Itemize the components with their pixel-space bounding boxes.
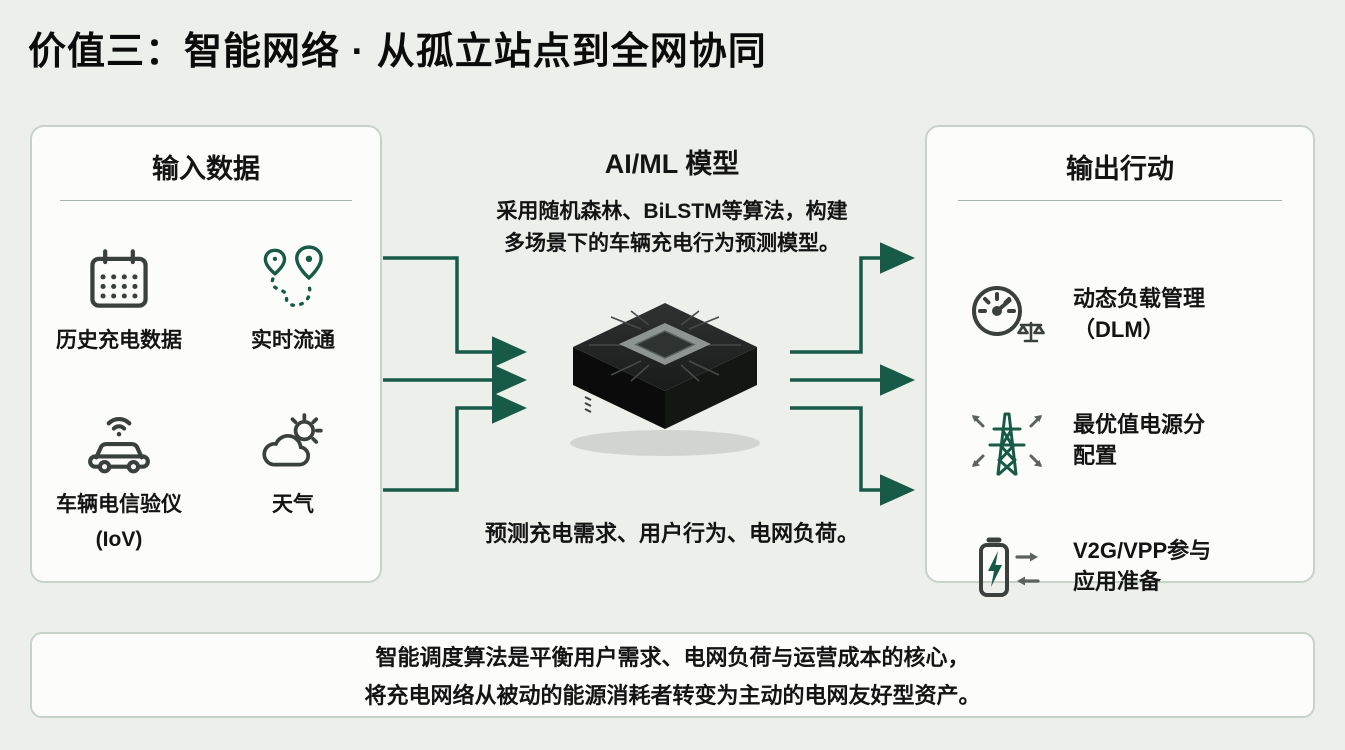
arrow-output-top <box>790 242 915 354</box>
output-panel-divider <box>957 200 1283 201</box>
footer-banner: 智能调度算法是平衡用户需求、电网负荷与运营成本的核心， 将充电网络从被动的能源消… <box>30 632 1315 718</box>
page-title: 价值三：智能网络 · 从孤立站点到全网协同 <box>28 31 767 73</box>
route-pins-icon <box>259 245 327 313</box>
input-item-label: 历史充电数据 <box>56 329 182 352</box>
connected-car-icon <box>81 411 157 477</box>
output-item-power-allocation: 最优值电源分 配置 <box>961 399 1295 483</box>
input-data-panel: 输入数据 历史 <box>30 125 382 583</box>
input-item-iov: 车辆电信验仪 (IoV) <box>32 411 206 554</box>
battery-v2g-icon <box>961 530 1053 604</box>
output-item-text: 动态负载管理 （DLM） <box>1073 284 1205 346</box>
model-description: 采用随机森林、BiLSTM等算法，构建 多场景下的车辆充电行为预测模型。 <box>412 196 932 259</box>
footer-line-2: 将充电网络从被动的能源消耗者转变为主动的电网友好型资产。 <box>364 683 981 708</box>
input-item-realtime: 实时流通 <box>206 245 380 355</box>
model-output-text: 预测充电需求、用户行为、电网负荷。 <box>484 521 859 546</box>
input-item-history: 历史充电数据 <box>32 245 206 355</box>
arrow-output-bottom <box>790 406 915 506</box>
output-item-v2g: V2G/VPP参与 应用准备 <box>961 525 1295 609</box>
ai-chip-icon <box>545 285 785 465</box>
output-item-line-1: 最优值电源分 <box>1073 412 1206 438</box>
input-item-label: 天气 <box>272 493 314 517</box>
input-panel-divider <box>59 200 353 201</box>
input-item-label-2: (IoV) <box>95 527 143 551</box>
input-grid: 历史充电数据 实时流通 <box>32 245 380 554</box>
output-item-line-2: 配置 <box>1073 443 1118 468</box>
output-item-text: V2G/VPP参与 应用准备 <box>1073 536 1211 598</box>
output-item-text: 最优值电源分 配置 <box>1073 410 1205 472</box>
arrow-input-bottom <box>383 392 527 492</box>
arrow-input-top <box>383 256 527 368</box>
model-description-line-1: 采用随机森林、BiLSTM等算法，构建 <box>496 200 848 223</box>
calendar-icon <box>85 245 153 313</box>
output-item-line-1: V2G/VPP参与 <box>1073 538 1212 564</box>
output-panel-title: 输出行动 <box>1066 154 1174 184</box>
output-item-line-1: 动态负载管理 <box>1073 286 1206 312</box>
output-item-line-2: 应用准备 <box>1073 569 1162 594</box>
output-list: 动态负载管理 （DLM） <box>927 201 1313 609</box>
output-item-line-2: （DLM） <box>1073 317 1165 342</box>
power-tower-icon <box>961 402 1053 480</box>
model-description-line-2: 多场景下的车辆充电行为预测模型。 <box>504 231 840 255</box>
gauge-icon <box>961 280 1053 350</box>
footer-line-1: 智能调度算法是平衡用户需求、电网负荷与运营成本的核心， <box>375 645 970 670</box>
model-section-title: AI/ML 模型 <box>604 149 740 179</box>
output-item-dlm: 动态负载管理 （DLM） <box>961 273 1295 357</box>
input-item-label: 实时流通 <box>251 329 335 352</box>
input-item-label: 车辆电信验仪 <box>56 493 182 517</box>
output-actions-panel: 输出行动 <box>925 125 1315 597</box>
weather-icon <box>255 411 331 477</box>
input-panel-title: 输入数据 <box>152 154 260 184</box>
input-item-weather: 天气 <box>206 411 380 554</box>
